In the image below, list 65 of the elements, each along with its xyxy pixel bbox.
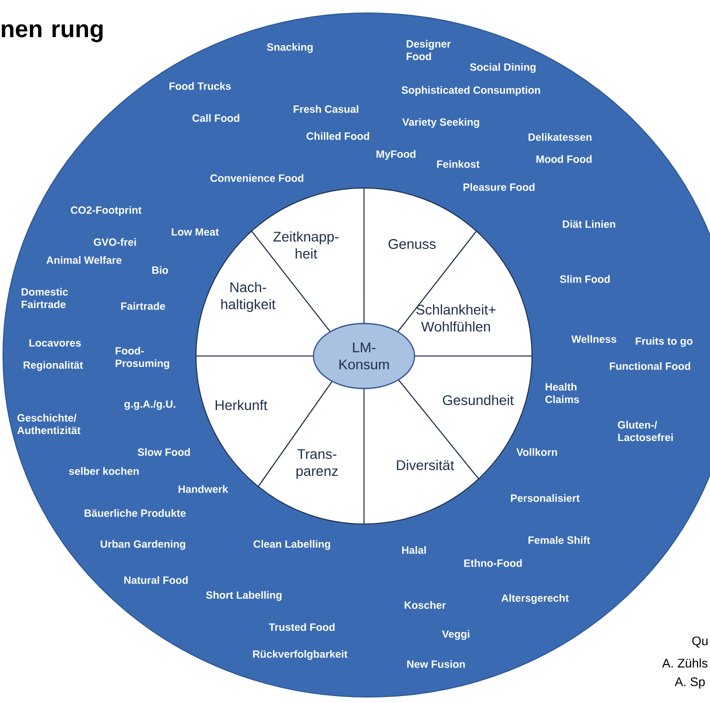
trend-label: Female Shift	[528, 536, 590, 544]
trend-label: Fresh Casual	[294, 105, 358, 113]
segment-label: Herkunft	[216, 400, 268, 410]
source-note: A. Sp	[674, 677, 705, 689]
trend-label: Food- Prosuming	[116, 346, 170, 370]
segment-label: Gesundheit	[442, 394, 514, 406]
trend-label: Food Trucks	[170, 82, 231, 90]
segment-label: Zeitknapp- heit	[273, 231, 338, 259]
trend-label: Veggi	[442, 630, 470, 640]
trend-label: Gluten-/ Lactosefrei	[618, 420, 673, 442]
trend-label: Slim Food	[560, 275, 610, 283]
trend-label: Pleasure Food	[464, 183, 534, 191]
trend-label: Bäuerliche Produkte	[84, 509, 186, 517]
trend-label: Chilled Food	[306, 132, 370, 140]
trend-label: Animal Welfare	[46, 256, 122, 264]
trend-label: Urban Gardening	[100, 540, 186, 550]
trend-label: Vollkorn	[516, 448, 557, 456]
trend-label: Short Labelling	[206, 591, 282, 601]
trend-label: Low Meat	[172, 228, 219, 236]
trend-label: Feinkost	[437, 160, 480, 168]
trend-label: Delikatessen	[528, 133, 592, 141]
trend-label: Handwerk	[178, 485, 228, 493]
trend-label: GVO-frei	[94, 238, 136, 246]
title: nen rung	[2, 24, 103, 42]
trend-label: Functional Food	[610, 362, 690, 370]
trend-label: Koscher	[404, 601, 446, 609]
trend-label: Variety Seeking	[402, 118, 480, 128]
trend-label: Wellness	[571, 335, 616, 343]
segment-label: Genuss	[388, 239, 436, 249]
trend-label: Convenience Food	[210, 174, 304, 182]
trend-label: Social Dining	[470, 63, 536, 73]
trend-label: Locavores	[29, 339, 81, 347]
trend-label: Slow Food	[138, 448, 190, 456]
trend-label: CO2-Footprint	[70, 206, 142, 216]
trend-label: Fairtrade	[121, 302, 166, 310]
trend-label: Health Claims	[545, 382, 579, 404]
trend-label: Diät Linien	[562, 220, 616, 228]
trend-label: Fruits to go	[636, 337, 692, 347]
trend-label: Rückverfolgbarkeit	[253, 650, 348, 660]
segment-label: Schlankheit+ Wohlfühlen	[416, 304, 496, 332]
trend-label: selber kochen	[69, 467, 139, 475]
trend-label: Halal	[402, 546, 426, 554]
trend-label: Snacking	[266, 43, 313, 53]
segment-label: Diversität	[396, 460, 454, 470]
trend-label: New Fusion	[407, 660, 465, 668]
trend-label: Altersgerecht	[501, 594, 569, 604]
trend-label: Ethno-Food	[464, 559, 522, 567]
trend-label: Trusted Food	[268, 623, 335, 631]
trend-label: Mood Food	[536, 155, 592, 163]
trend-label: Sophisticated Consumption	[402, 86, 540, 96]
trend-label: Domestic Fairtrade	[22, 288, 68, 308]
trend-label: Geschichte/ Authentizität	[17, 414, 80, 434]
source-note: A. Zühls	[662, 658, 708, 668]
trend-label: Regionalität	[24, 361, 83, 371]
trend-label: MyFood	[376, 150, 416, 160]
trend-label: Bio	[152, 266, 168, 274]
source-note: Qu	[692, 636, 708, 648]
trend-label: g.g.A./g.U.	[124, 400, 176, 410]
trend-label: Natural Food	[124, 576, 188, 584]
trend-label: Call Food	[192, 114, 240, 122]
segment-label: Trans- parenz	[296, 449, 338, 479]
trend-label: Designer Food	[406, 40, 451, 60]
trend-label: Clean Labelling	[254, 540, 330, 550]
trend-label: Personalisiert	[510, 494, 580, 502]
segment-label: Nach- haltigkeit	[221, 282, 276, 312]
